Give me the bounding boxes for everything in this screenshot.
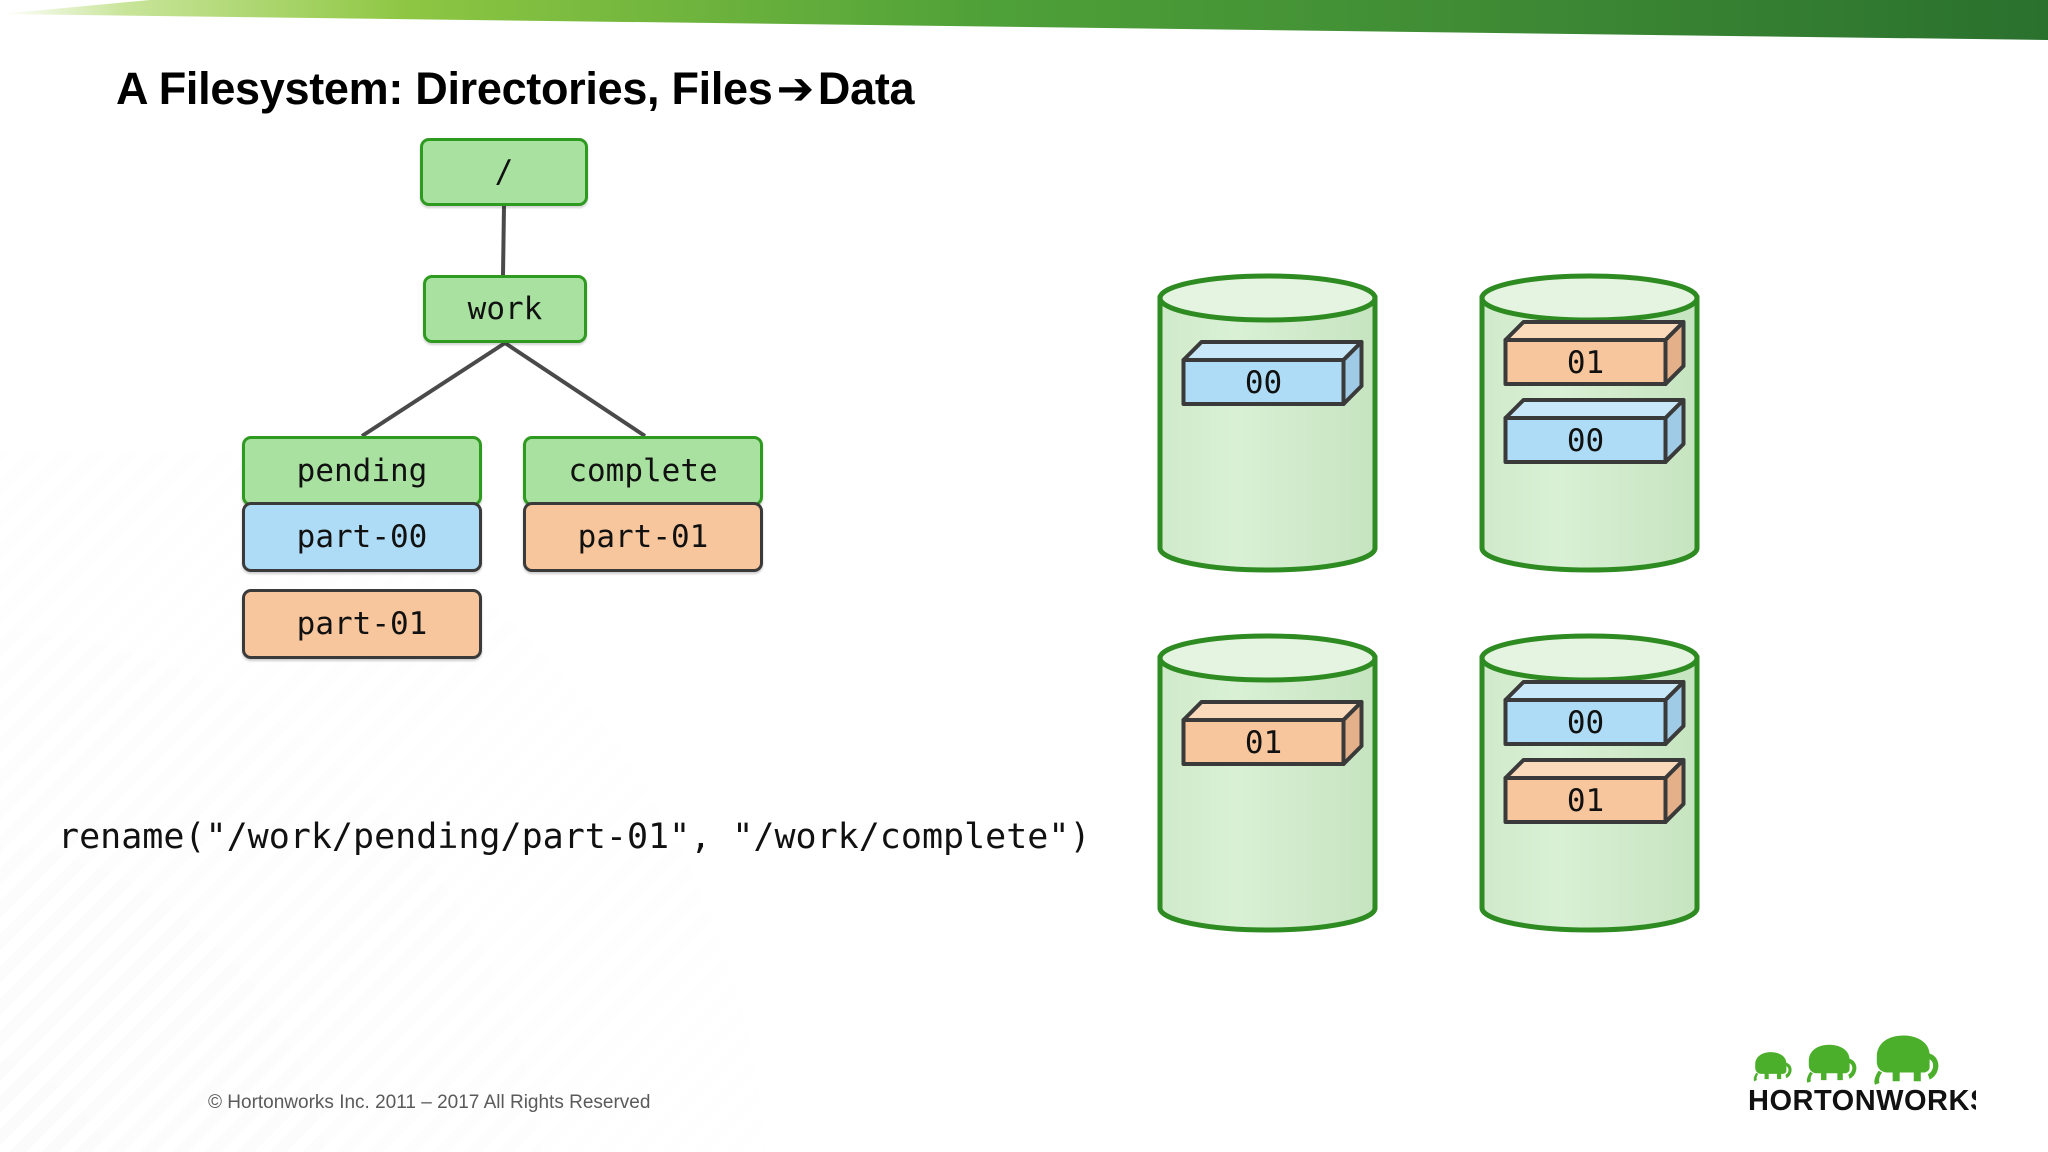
page-title: A Filesystem: Directories, Files➔Data xyxy=(116,62,915,115)
data-block-label: 01 xyxy=(1567,345,1604,381)
data-block-label: 00 xyxy=(1245,365,1282,401)
cylinder-top xyxy=(1479,633,1700,683)
tree-node-label: / xyxy=(494,154,514,190)
disk-4[interactable]: 00 01 xyxy=(1472,620,1727,944)
page-title-tail: Data xyxy=(817,63,915,114)
tree-node-label: pending xyxy=(296,453,428,489)
disk-group: 00 01 00 xyxy=(1150,260,1770,933)
footer-copyright: © Hortonworks Inc. 2011 – 2017 All Right… xyxy=(208,1092,651,1113)
filesystem-tree: / work pending complete part-00 part-01 part-0… xyxy=(0,130,900,730)
data-block-label: 01 xyxy=(1245,725,1282,761)
data-block-01[interactable]: 01 xyxy=(1181,700,1364,766)
hortonworks-logo: HORTONWORKS® xyxy=(1746,1030,1976,1116)
arrow-right-icon: ➔ xyxy=(776,62,815,115)
tree-node-label: work xyxy=(467,291,543,327)
tree-node-complete[interactable]: complete xyxy=(523,436,763,506)
cylinder-body xyxy=(1157,295,1378,573)
tree-node-label: part-01 xyxy=(296,606,428,642)
tree-edge xyxy=(501,205,506,276)
disk-1[interactable]: 00 xyxy=(1150,260,1405,584)
tree-node-label: part-00 xyxy=(296,519,428,555)
cylinder-top xyxy=(1157,633,1378,683)
rename-command-text: rename("/work/pending/part-01", "/work/c… xyxy=(58,817,1091,857)
tree-node-part01p[interactable]: part-01 xyxy=(242,589,482,659)
elephant-icons xyxy=(1753,1035,1939,1085)
tree-node-part01c[interactable]: part-01 xyxy=(523,502,763,572)
tree-node-label: part-01 xyxy=(577,519,709,555)
logo-wordmark: HORTONWORKS® xyxy=(1748,1085,1976,1116)
tree-node-root[interactable]: / xyxy=(420,138,588,206)
top-green-banner xyxy=(0,0,2048,46)
cylinder-top xyxy=(1157,273,1378,323)
data-block-00[interactable]: 00 xyxy=(1181,340,1364,406)
data-block-00[interactable]: 00 xyxy=(1503,680,1686,746)
tree-edge xyxy=(360,341,507,438)
data-block-label: 01 xyxy=(1567,783,1604,819)
cylinder-top xyxy=(1479,273,1700,323)
tree-edge xyxy=(503,341,647,438)
tree-node-part00[interactable]: part-00 xyxy=(242,502,482,572)
disk-3[interactable]: 01 xyxy=(1150,620,1405,944)
cylinder-body xyxy=(1157,655,1378,933)
data-block-label: 00 xyxy=(1567,705,1604,741)
tree-node-work[interactable]: work xyxy=(423,275,587,343)
tree-node-pending[interactable]: pending xyxy=(242,436,482,506)
data-block-01[interactable]: 01 xyxy=(1503,320,1686,386)
data-block-00[interactable]: 00 xyxy=(1503,398,1686,464)
tree-node-label: complete xyxy=(568,453,718,489)
data-block-label: 00 xyxy=(1567,423,1604,459)
data-block-01[interactable]: 01 xyxy=(1503,758,1686,824)
page-title-main: A Filesystem: Directories, Files xyxy=(116,63,773,114)
disk-2[interactable]: 01 00 xyxy=(1472,260,1727,584)
